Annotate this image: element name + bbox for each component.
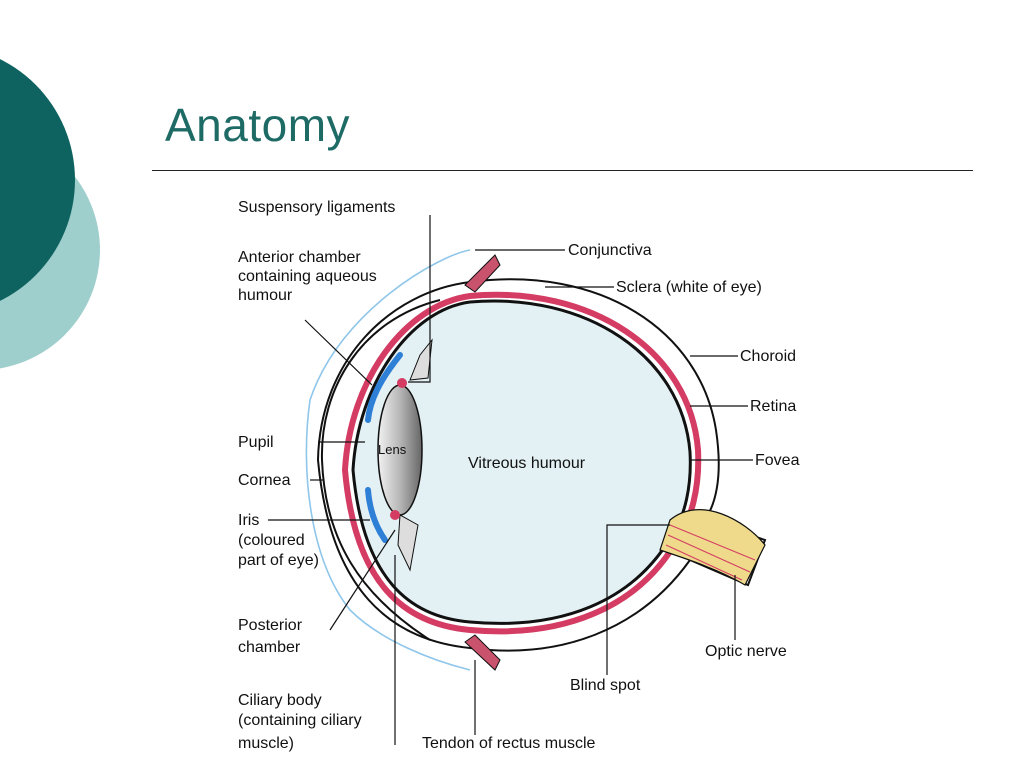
leader-posterior	[329, 529, 396, 631]
cornea	[320, 299, 441, 641]
page-title: Anatomy	[165, 99, 351, 151]
decorative-circles	[0, 59, 100, 369]
iris-lower	[365, 487, 388, 543]
ciliary-body-upper	[409, 338, 433, 381]
optic-nerve	[659, 509, 766, 586]
label-iris-3: part of eye)	[238, 552, 319, 569]
label-iris-1: Iris	[238, 512, 259, 529]
label-ciliary-3: muscle)	[238, 735, 294, 752]
label-suspensory-ligaments: Suspensory ligaments	[238, 199, 395, 216]
deco-circle-dark	[0, 59, 75, 301]
retina-layer	[351, 299, 692, 625]
label-fovea: Fovea	[755, 452, 800, 469]
leader-anterior	[304, 319, 373, 386]
label-cornea: Cornea	[238, 472, 291, 489]
choroid-layer	[341, 291, 702, 635]
conjunctiva-layer	[305, 249, 471, 671]
label-ciliary-2: (containing ciliary	[238, 712, 362, 729]
label-optic-nerve: Optic nerve	[705, 643, 787, 660]
label-posterior-2: chamber	[238, 639, 301, 656]
label-blind-spot: Blind spot	[570, 677, 641, 694]
label-iris-2: (coloured	[238, 532, 305, 549]
label-choroid: Choroid	[740, 348, 796, 365]
label-anterior-chamber-1: Anterior chamber	[238, 249, 361, 266]
label-conjunctiva: Conjunctiva	[568, 242, 652, 259]
label-anterior-chamber-3: humour	[238, 287, 293, 304]
ciliary-body-lower	[397, 514, 419, 572]
label-anterior-chamber-2: containing aqueous	[238, 268, 377, 285]
label-retina: Retina	[750, 398, 796, 415]
label-pupil: Pupil	[238, 434, 274, 451]
label-ciliary-1: Ciliary body	[238, 692, 322, 709]
iris-upper	[365, 352, 403, 423]
leader-suspensory	[408, 215, 431, 383]
label-tendon: Tendon of rectus muscle	[422, 735, 596, 752]
leader-blindspot	[606, 524, 670, 675]
optic-nerve-fibers	[665, 524, 756, 581]
vitreous-humour-label: Vitreous humour	[468, 455, 586, 472]
rectus-muscle-lower	[464, 634, 501, 671]
label-sclera: Sclera (white of eye)	[616, 279, 762, 296]
lens-label: Lens	[378, 442, 407, 457]
rectus-muscle-upper	[464, 254, 501, 293]
label-posterior-1: Posterior	[238, 617, 303, 634]
title-divider	[152, 170, 973, 171]
ciliary-knob-lower	[390, 510, 400, 520]
ciliary-knob-upper	[397, 378, 407, 388]
